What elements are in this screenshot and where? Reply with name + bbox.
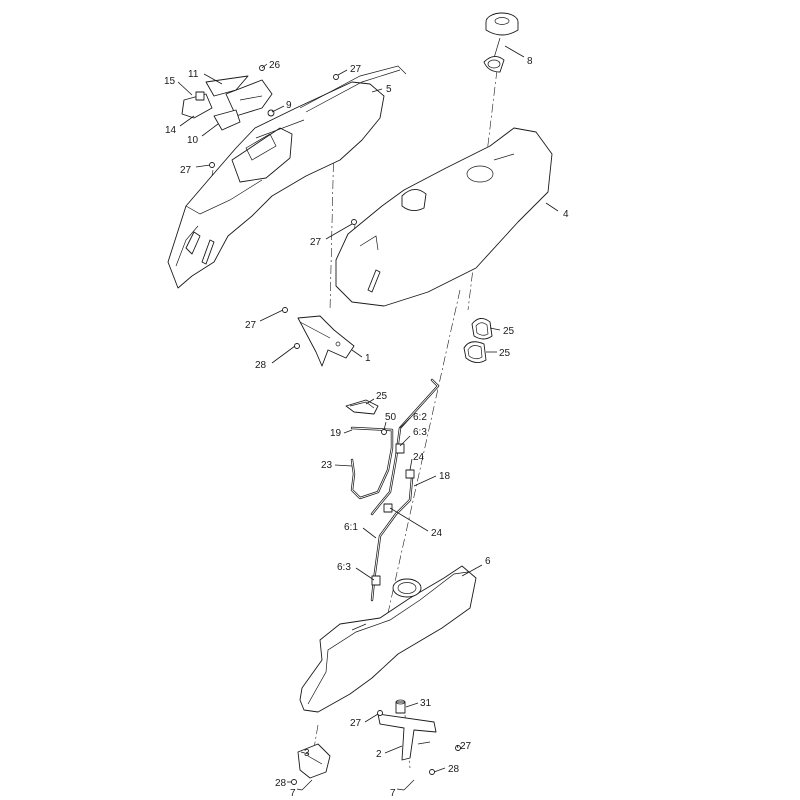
callout-9: 9: [286, 100, 292, 111]
callout-6-3: 6:3: [413, 427, 427, 438]
callout-6: 6: [485, 556, 491, 567]
callout-7: 7: [290, 788, 296, 799]
callout-26: 26: [269, 60, 281, 71]
upper-frame-cover: [167, 65, 407, 289]
callout-27: 27: [180, 165, 192, 176]
callout-27: 27: [310, 237, 322, 248]
callout-11: 11: [188, 69, 199, 80]
fuel-cap: [483, 12, 519, 73]
leader-lines: [177, 45, 559, 791]
callout-23: 23: [321, 460, 333, 471]
callout-25: 25: [503, 326, 515, 337]
callout-28: 28: [255, 360, 267, 371]
callout-3: 3: [304, 748, 310, 759]
callout-27: 27: [460, 741, 472, 752]
fuel-tank: [335, 127, 553, 307]
callout-15: 15: [164, 76, 176, 87]
callout-24: 24: [431, 528, 443, 539]
callout-19: 19: [330, 428, 342, 439]
callout-6-3: 6:3: [337, 562, 351, 573]
callout-6-1: 6:1: [344, 522, 358, 533]
screws-27: [209, 74, 357, 313]
callout-5: 5: [386, 84, 392, 95]
callout-25: 25: [499, 348, 511, 359]
callout-25: 25: [376, 391, 388, 402]
callout-2: 2: [376, 749, 382, 760]
callout-labels: 11 26 27 15 9 5 8 14 10 27 4 27 27 25 25…: [164, 56, 569, 799]
callout-31: 31: [420, 698, 432, 709]
grommets-25: [345, 318, 493, 415]
callout-28: 28: [275, 778, 287, 789]
lower-brackets: [291, 699, 461, 791]
callout-14: 14: [165, 125, 177, 136]
bracket-1: [294, 315, 355, 367]
callout-50: 50: [385, 412, 397, 423]
callout-6-2: 6:2: [413, 412, 427, 423]
callout-4: 4: [563, 209, 569, 220]
callout-10: 10: [187, 135, 199, 146]
callout-27: 27: [350, 718, 362, 729]
callout-1: 1: [365, 353, 371, 364]
upper-bracket-cluster: [181, 65, 275, 131]
callout-27: 27: [350, 64, 362, 75]
callout-8: 8: [527, 56, 533, 67]
callout-18: 18: [439, 471, 451, 482]
callout-7: 7: [390, 788, 396, 799]
lower-fuel-tank: [299, 565, 477, 713]
callout-28: 28: [448, 764, 460, 775]
fuel-hoses: [350, 378, 440, 602]
callout-24: 24: [413, 452, 425, 463]
callout-27: 27: [245, 320, 257, 331]
